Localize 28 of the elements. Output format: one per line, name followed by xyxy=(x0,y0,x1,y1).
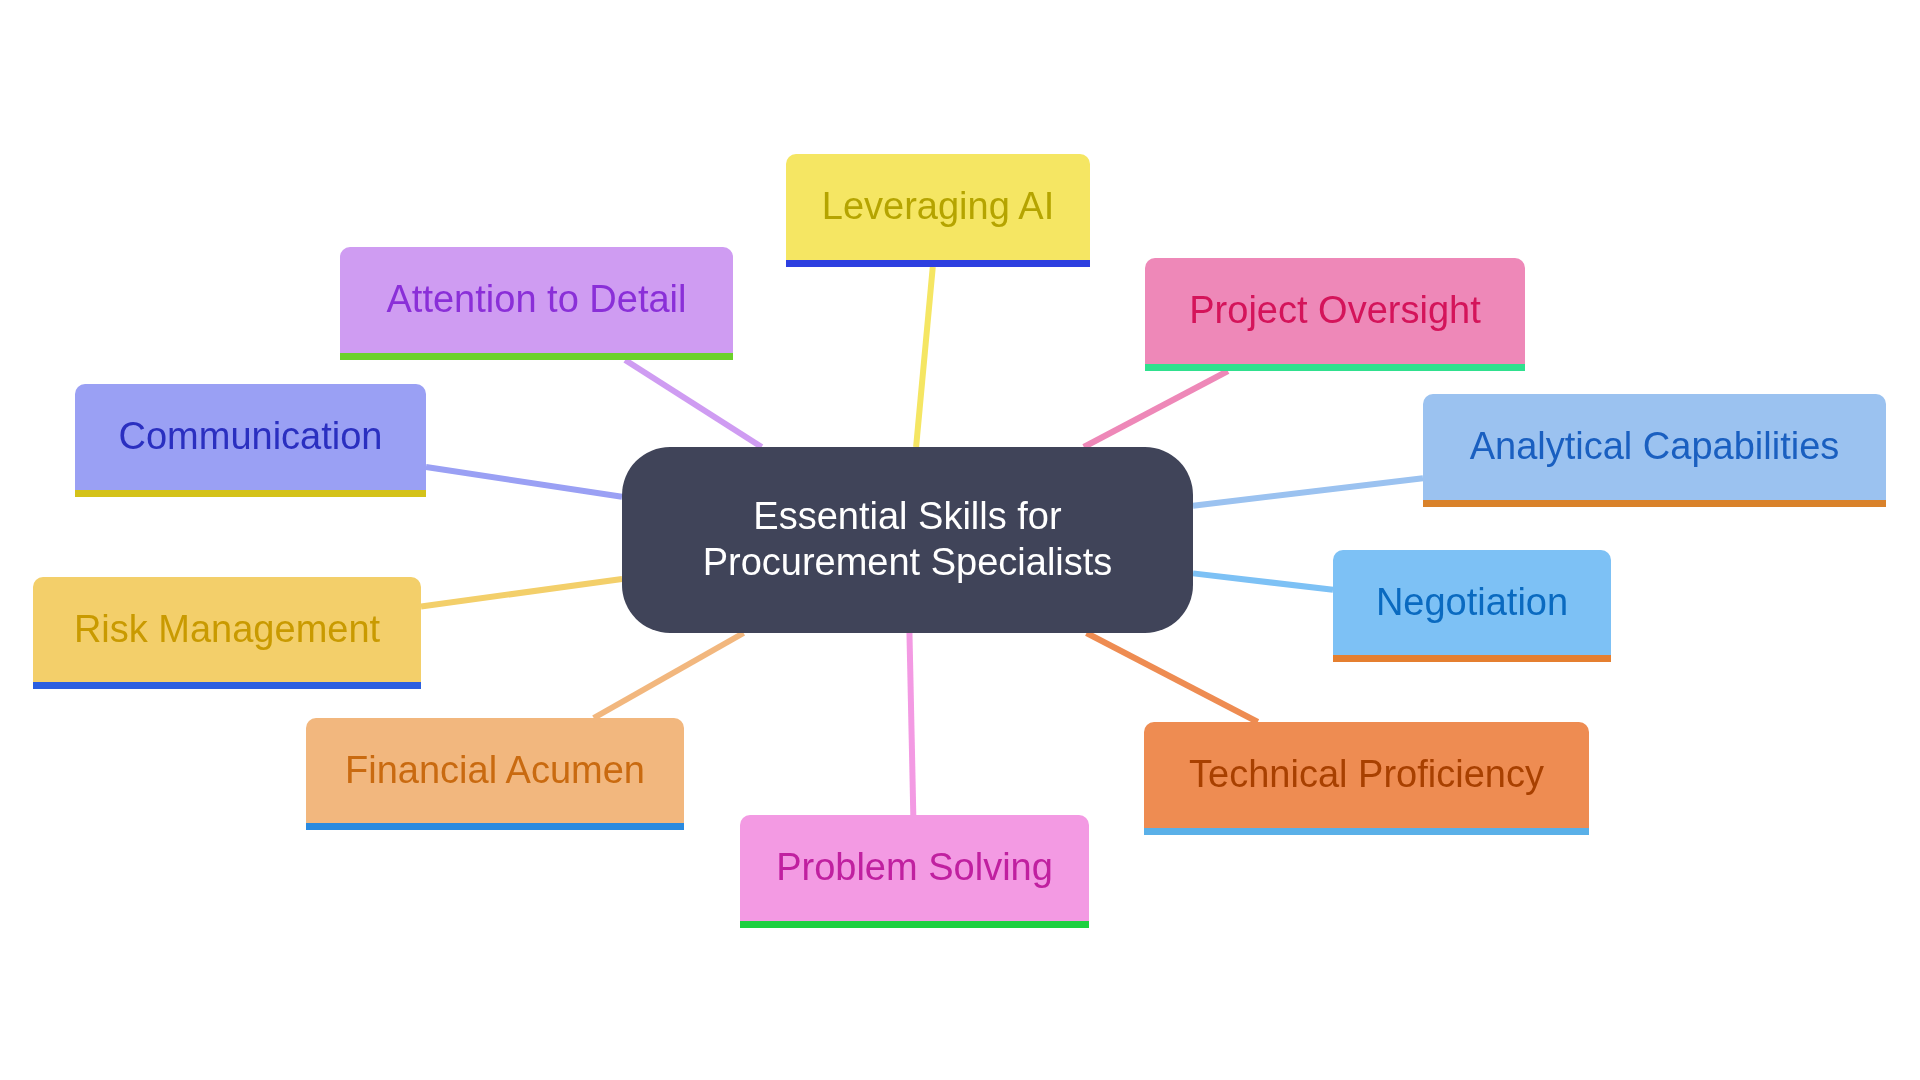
topic-label: Financial Acumen xyxy=(345,747,645,793)
topic-box xyxy=(1333,550,1611,662)
topic-label: Problem Solving xyxy=(776,845,1053,891)
central-topic-box xyxy=(622,447,1193,633)
connector-line xyxy=(906,632,917,816)
topic-label: Essential Skills for Procurement Specialists xyxy=(701,494,1114,585)
topic-box xyxy=(306,718,684,830)
topic-label: Project Oversight xyxy=(1189,288,1481,334)
topic-box xyxy=(33,577,421,689)
topic-label: Analytical Capabilities xyxy=(1469,424,1840,470)
topic-box xyxy=(340,247,733,360)
connector-line xyxy=(425,464,623,500)
topic-label: Communication xyxy=(118,414,383,460)
topic-box xyxy=(1144,722,1589,835)
topic-box xyxy=(75,384,426,497)
connector-line xyxy=(1192,570,1334,593)
topic-box xyxy=(1423,394,1886,507)
connector-line xyxy=(1192,475,1424,509)
topic-label: Leveraging AI xyxy=(821,184,1055,230)
connector-line xyxy=(420,576,623,610)
topic-box xyxy=(740,815,1089,928)
topic-box xyxy=(1145,258,1525,371)
topic-label: Risk Management xyxy=(73,606,381,652)
topic-label: Negotiation xyxy=(1375,579,1569,625)
connector-line xyxy=(913,266,936,448)
topic-box xyxy=(786,154,1090,267)
topic-label: Attention to Detail xyxy=(386,277,687,323)
topic-label: Technical Proficiency xyxy=(1189,752,1544,798)
